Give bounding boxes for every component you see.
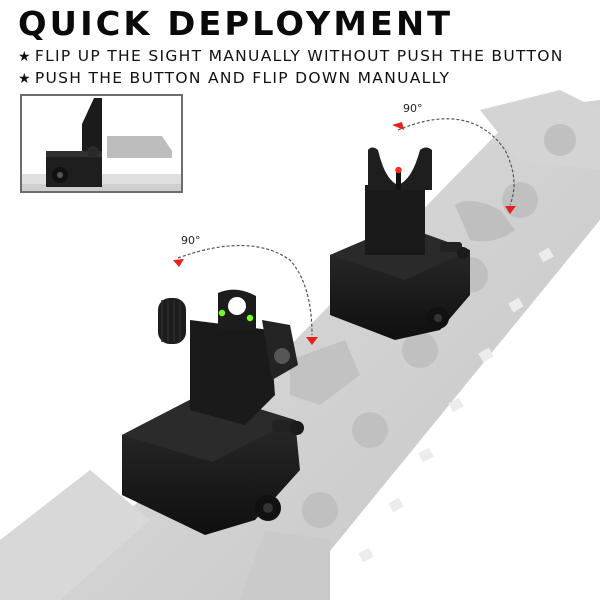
rear-sight-angle-label: 90° xyxy=(181,234,201,247)
bullet-text: FLIP UP THE SIGHT MANUALLY WITHOUT PUSH … xyxy=(34,47,564,65)
bullet-flip-down: ★PUSH THE BUTTON AND FLIP DOWN MANUALLY xyxy=(18,68,450,89)
front-sight xyxy=(330,147,470,340)
folded-sight-image xyxy=(22,98,181,191)
arrow-head-icon xyxy=(392,122,404,130)
rear-sight-rotation-arrow xyxy=(177,244,313,336)
page-title: QUICK DEPLOYMENT xyxy=(18,4,454,43)
arrow-head-icon xyxy=(173,259,184,267)
rear-sight xyxy=(122,289,304,535)
front-sight-rotation-arrow xyxy=(397,118,515,206)
folded-sight-inset xyxy=(20,94,183,193)
star-icon: ★ xyxy=(18,71,32,87)
bullet-text: PUSH THE BUTTON AND FLIP DOWN MANUALLY xyxy=(34,69,451,87)
arrow-head-icon xyxy=(306,337,318,345)
bullet-flip-up: ★FLIP UP THE SIGHT MANUALLY WITHOUT PUSH… xyxy=(18,46,564,67)
star-icon: ★ xyxy=(18,49,32,65)
front-sight-angle-label: 90° xyxy=(403,102,423,115)
arrow-head-icon xyxy=(505,206,516,214)
